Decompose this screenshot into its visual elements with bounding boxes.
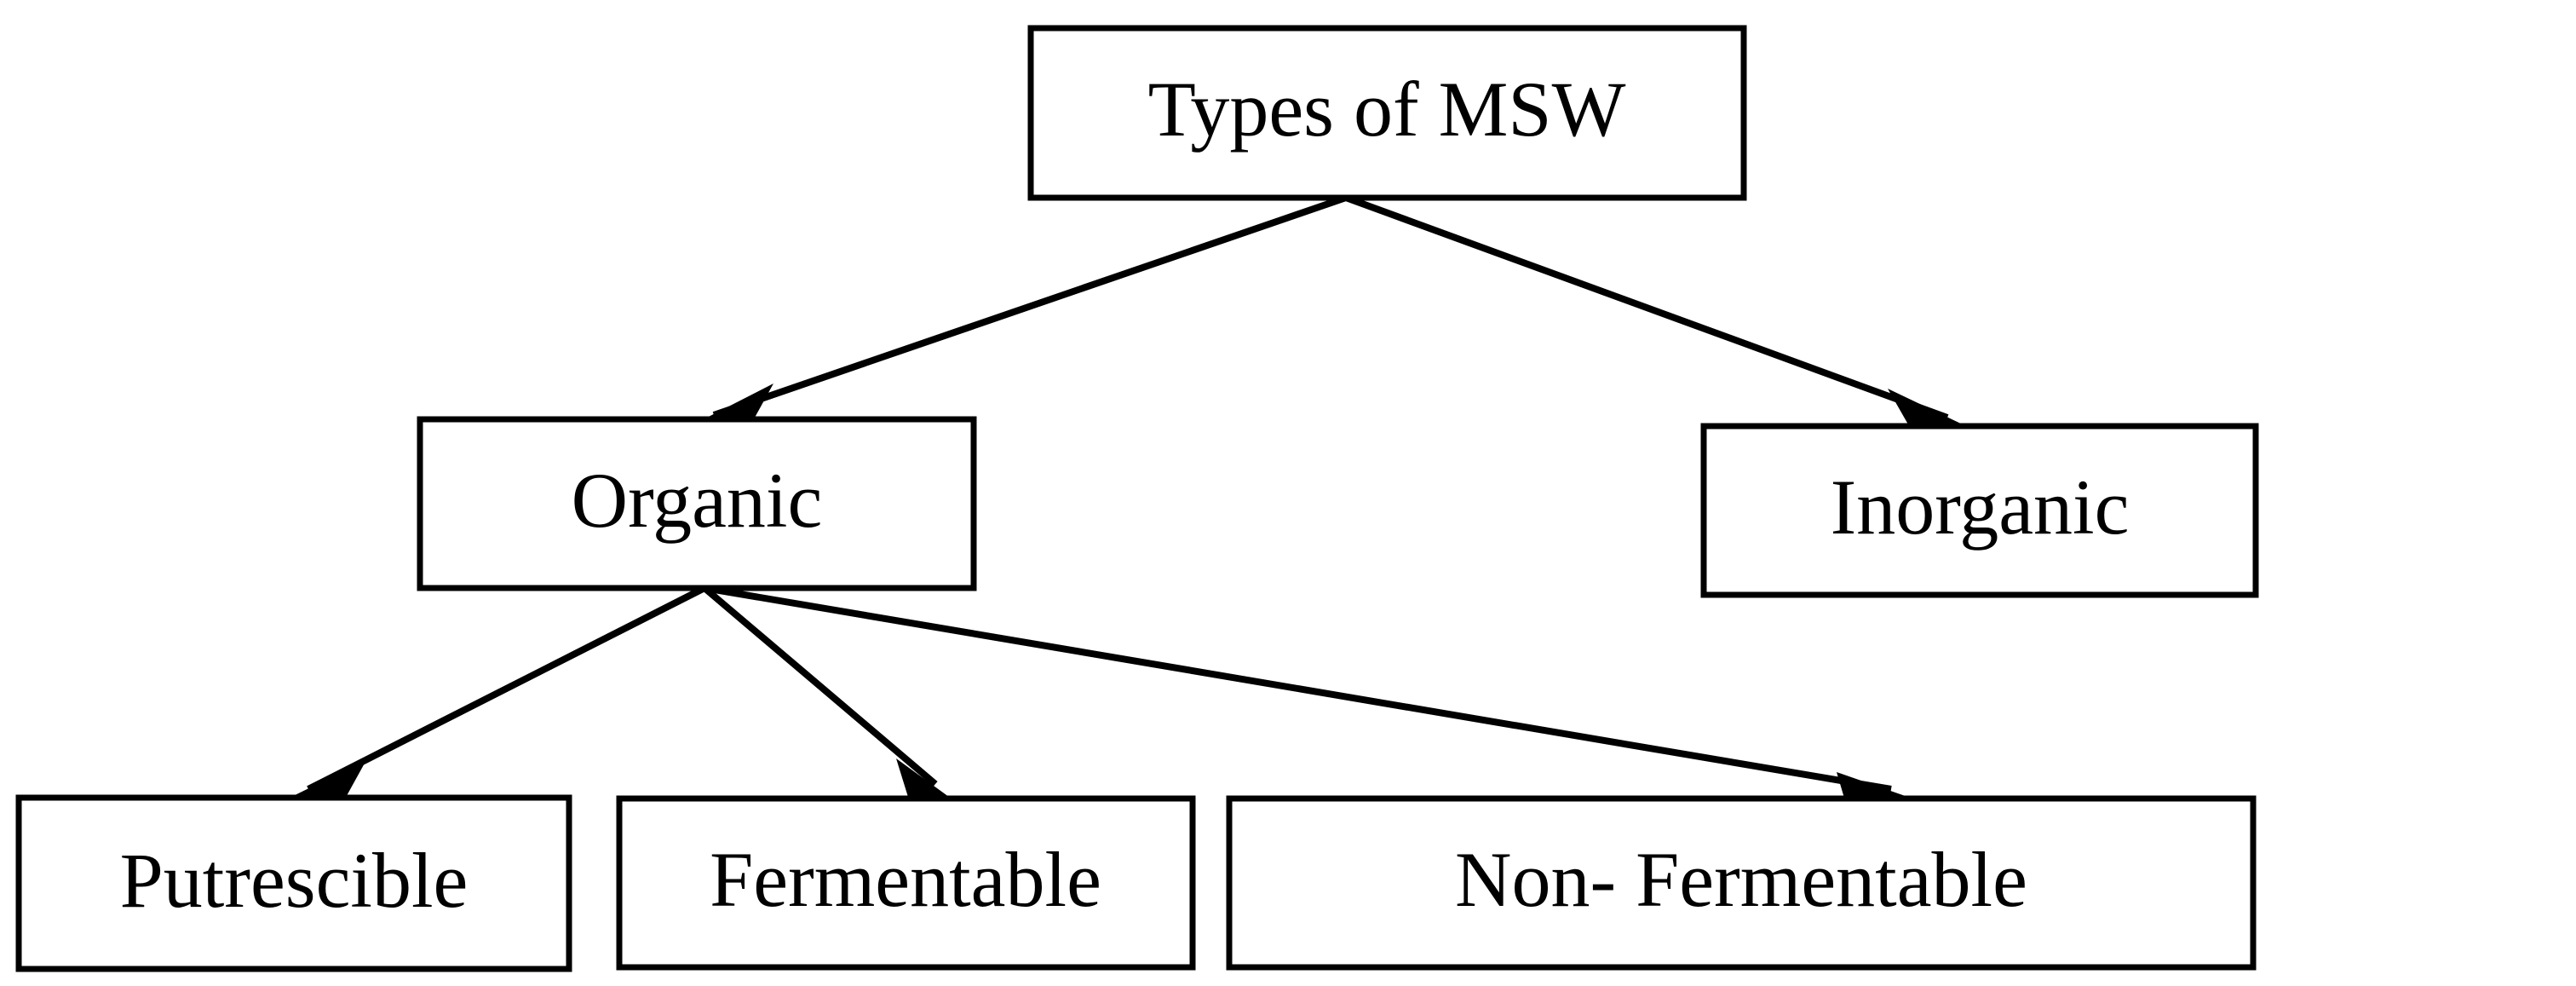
node-inorganic[interactable]: Inorganic bbox=[1700, 423, 2259, 598]
node-organic[interactable]: Organic bbox=[417, 416, 977, 591]
edge-line-root-organic bbox=[712, 194, 1348, 418]
node-putrescible[interactable]: Putrescible bbox=[15, 794, 572, 972]
node-non-fermentable[interactable]: Non- Fermentable bbox=[1226, 795, 2257, 971]
edge-root-to-organic bbox=[697, 194, 1348, 433]
node-label-putrescible: Putrescible bbox=[120, 837, 469, 924]
node-fermentable[interactable]: Fermentable bbox=[616, 795, 1196, 971]
edge-root-to-inorganic bbox=[1344, 194, 1964, 436]
node-box-organic[interactable] bbox=[417, 416, 977, 591]
node-box-non-fermentable[interactable] bbox=[1226, 795, 2257, 971]
node-label-inorganic: Inorganic bbox=[1831, 464, 2130, 551]
edge-line-organic-fermentable bbox=[702, 585, 938, 787]
node-box-types-of-msw[interactable] bbox=[1027, 25, 1747, 201]
node-label-organic: Organic bbox=[572, 457, 823, 544]
node-label-types-of-msw: Types of MSW bbox=[1148, 66, 1626, 153]
node-box-inorganic[interactable] bbox=[1700, 423, 2259, 598]
node-types-of-msw[interactable]: Types of MSW bbox=[1027, 25, 1747, 201]
edge-organic-to-putrescible bbox=[290, 585, 706, 810]
node-box-putrescible[interactable] bbox=[15, 794, 572, 972]
edge-line-organic-putrescible bbox=[307, 585, 706, 793]
edge-line-organic-nonfermentable bbox=[704, 585, 1892, 793]
node-label-fermentable: Fermentable bbox=[710, 836, 1101, 923]
edge-organic-to-nonfermentable bbox=[704, 585, 1915, 818]
node-box-fermentable[interactable] bbox=[616, 795, 1196, 971]
node-label-non-fermentable: Non- Fermentable bbox=[1455, 836, 2027, 923]
edge-line-root-inorganic bbox=[1344, 194, 1949, 421]
